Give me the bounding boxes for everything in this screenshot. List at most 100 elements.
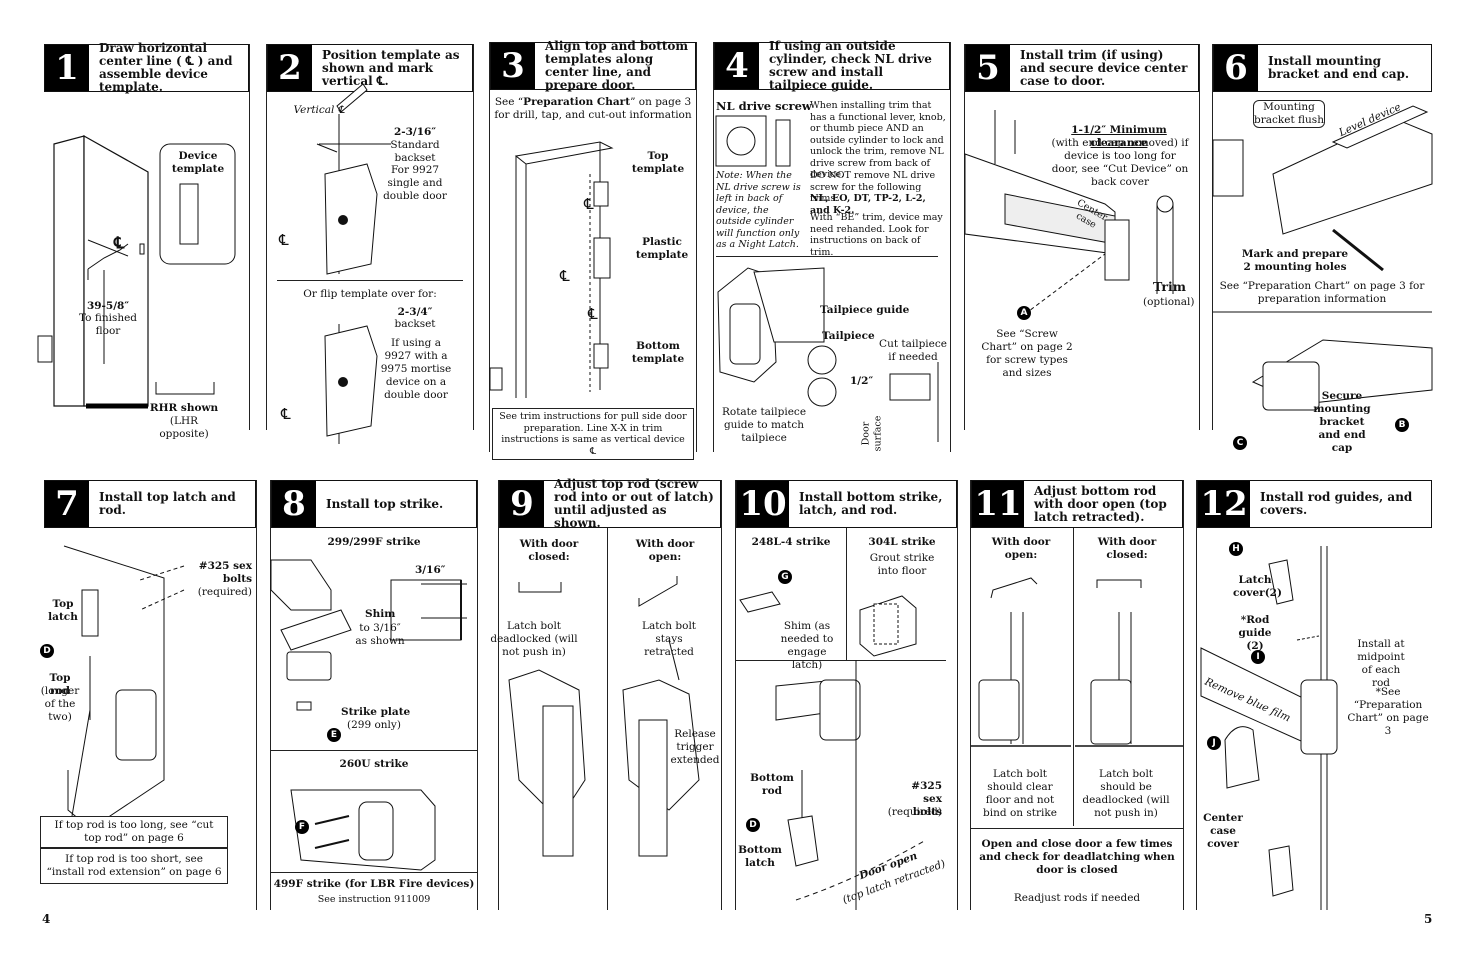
mounting-bracket-flush-callout: Mounting bracket flush xyxy=(1253,100,1325,128)
step-9-panel: 9 Adjust top rod (screw rod into or out … xyxy=(490,477,722,910)
device-installation-illustration xyxy=(964,110,1174,315)
preparation-chart-reference: *See “Preparation Chart” on page 3 xyxy=(1347,686,1429,737)
standard-backset-note: For 9927 single and double door xyxy=(383,164,447,202)
door-surface-label: Door surface xyxy=(860,415,884,452)
step-title: Install trim (if using) and secure devic… xyxy=(1020,47,1188,88)
bottom-rod-adjust-illustration xyxy=(971,577,1183,747)
wide-backset-label: backset xyxy=(394,318,436,330)
trim-instructions-note: See trim instructions for pull side door… xyxy=(492,408,694,460)
latch-retracted-label: Latch bolt stays retracted xyxy=(641,620,697,658)
check-deadlatching-label: Open and close door a few times and chec… xyxy=(979,838,1175,876)
strike-299-heading: 299/299F strike xyxy=(327,536,421,548)
do-not-remove-note: DO NOT remove NL drive screw for the fol… xyxy=(810,170,936,204)
step-5-header: 5 Install trim (if using) and secure dev… xyxy=(965,44,1199,92)
grout-label: Grout strike into floor xyxy=(869,552,935,577)
shim-label: Shim xyxy=(365,608,396,620)
step-number: 2 xyxy=(268,45,312,91)
divider xyxy=(736,660,946,661)
strike-299-illustration xyxy=(270,559,467,711)
step-title: Align top and bottom templates along cen… xyxy=(545,39,689,92)
fastener-badge-g: G xyxy=(778,570,792,584)
wide-backset-note: If using a 9927 with a 9975 mortise devi… xyxy=(380,337,452,401)
divider xyxy=(607,528,608,910)
fastener-badge-f: F xyxy=(295,820,309,834)
fastener-badge-d: D xyxy=(40,644,54,658)
rotate-tailpiece-label: Rotate tailpiece guide to match tailpiec… xyxy=(721,406,807,444)
step-6-header: 6 Install mounting bracket and end cap. xyxy=(1213,44,1432,92)
centerline-mark: ℄ xyxy=(584,195,594,213)
step-title: Install bottom strike, latch, and rod. xyxy=(799,490,943,517)
readjust-label: Readjust rods if needed xyxy=(1013,892,1141,904)
page-number-left: 4 xyxy=(42,912,51,926)
centerline-mark: ℄ xyxy=(588,305,598,323)
step-6-panel: 6 Install mounting bracket and end cap. … xyxy=(1212,44,1433,454)
standard-backset-label: Standard backset xyxy=(390,139,440,164)
vertical-cl-label: Vertical ℄ xyxy=(293,104,345,116)
center-case-cover-label: Center case cover xyxy=(1203,812,1243,850)
step-number: 11 xyxy=(972,481,1024,527)
fastener-badge-d: D xyxy=(746,818,760,832)
tailpiece-guide-label: Tailpiece guide xyxy=(820,304,910,316)
half-inch-dimension: 1/2″ xyxy=(850,375,874,387)
step-8-header: 8 Install top strike. xyxy=(271,480,477,528)
rhr-label: RHR shown xyxy=(149,402,219,414)
centerline-mark: ℄ xyxy=(560,267,570,285)
minimum-clearance-label: 1-1/2″ Minimum clearance xyxy=(1071,124,1167,149)
door-open-heading: With door open: xyxy=(635,538,695,563)
flip-template-label: Or flip template over for: xyxy=(303,288,437,300)
fastener-badge-h: H xyxy=(1229,542,1243,556)
strike-plate-label: Strike plate xyxy=(341,706,411,718)
step-number: 9 xyxy=(500,481,544,527)
bottom-template-label: Bottom template xyxy=(631,340,685,365)
device-template-label: Device template xyxy=(171,150,225,175)
top-template-label: Top template xyxy=(631,150,685,175)
door-open-heading: With door open: xyxy=(991,536,1051,561)
step-title: Install rod guides, and covers. xyxy=(1260,490,1413,517)
door-closed-heading: With door closed: xyxy=(1097,536,1157,561)
wide-backset-dimension: 2-3/4″ xyxy=(397,306,433,318)
mark-holes-label: Mark and prepare 2 mounting holes xyxy=(1241,248,1349,273)
be-trim-note: With “BE” trim, device may need rehanded… xyxy=(810,212,943,258)
step-9-header: 9 Adjust top rod (screw rod into or out … xyxy=(499,477,721,530)
step-number: 3 xyxy=(491,43,535,89)
latch-deadlocked-label: Latch bolt deadlocked (will not push in) xyxy=(490,620,578,658)
page-number-right: 5 xyxy=(1424,912,1433,926)
gap-dimension: 3/16″ xyxy=(415,564,446,576)
step-number: 5 xyxy=(966,45,1010,91)
bottom-rod-label: Bottom rod xyxy=(750,772,794,797)
step-title: Adjust top rod (screw rod into or out of… xyxy=(554,477,714,530)
latch-clear-floor-label: Latch bolt should clear floor and not bi… xyxy=(983,768,1057,819)
step-title: If using an outside cylinder, check NL d… xyxy=(769,39,932,92)
divider xyxy=(1073,528,1074,826)
dimension-label: 39-5/8″ xyxy=(86,300,130,312)
clearance-note: (with end cap removed) if device is too … xyxy=(1051,137,1189,188)
centerline-mark: ℄ xyxy=(281,405,291,423)
strike-248-heading: 248L-4 strike xyxy=(751,536,831,548)
bottom-latch-label: Bottom latch xyxy=(738,844,782,869)
step-3-panel: 3 Align top and bottom templates along c… xyxy=(489,39,697,460)
centerline-mark: ℄ xyxy=(279,231,289,249)
latch-adjust-illustration xyxy=(508,576,700,857)
step-1-header: 1 Draw horizontal center line ( ℄ ) and … xyxy=(44,42,249,94)
rod-too-short-note: If top rod is too short, see “install ro… xyxy=(40,848,228,884)
tailpiece-illustration xyxy=(717,267,939,442)
step-3-header: 3 Align top and bottom templates along c… xyxy=(490,39,696,92)
lhr-label: (LHR opposite) xyxy=(159,415,209,440)
step-number: 1 xyxy=(45,45,89,91)
trim-label: Trim xyxy=(1153,279,1186,294)
step-11-header: 11 Adjust bottom rod with door open (top… xyxy=(971,480,1183,528)
top-latch-illustration xyxy=(63,545,185,841)
strike-499-heading: 499F strike (for LBR Fire devices) xyxy=(273,878,475,890)
step-4-header: 4 If using an outside cylinder, check NL… xyxy=(714,39,950,92)
screw-chart-reference: See “Screw Chart” on page 2 for screw ty… xyxy=(981,328,1073,379)
step-title: Install top latch and rod. xyxy=(99,490,236,517)
plastic-template-label: Plastic template xyxy=(635,236,689,261)
release-trigger-label: Release trigger extended xyxy=(670,728,720,766)
sex-bolts-required: (required) xyxy=(887,806,942,818)
fastener-badge-i: I xyxy=(1251,650,1265,664)
step-title: Install top strike. xyxy=(326,496,444,511)
door-closed-heading: With door closed: xyxy=(519,538,579,563)
strike-260-heading: 260U strike xyxy=(339,758,409,770)
fastener-badge-b: B xyxy=(1395,418,1409,432)
step-number: 8 xyxy=(272,481,316,527)
